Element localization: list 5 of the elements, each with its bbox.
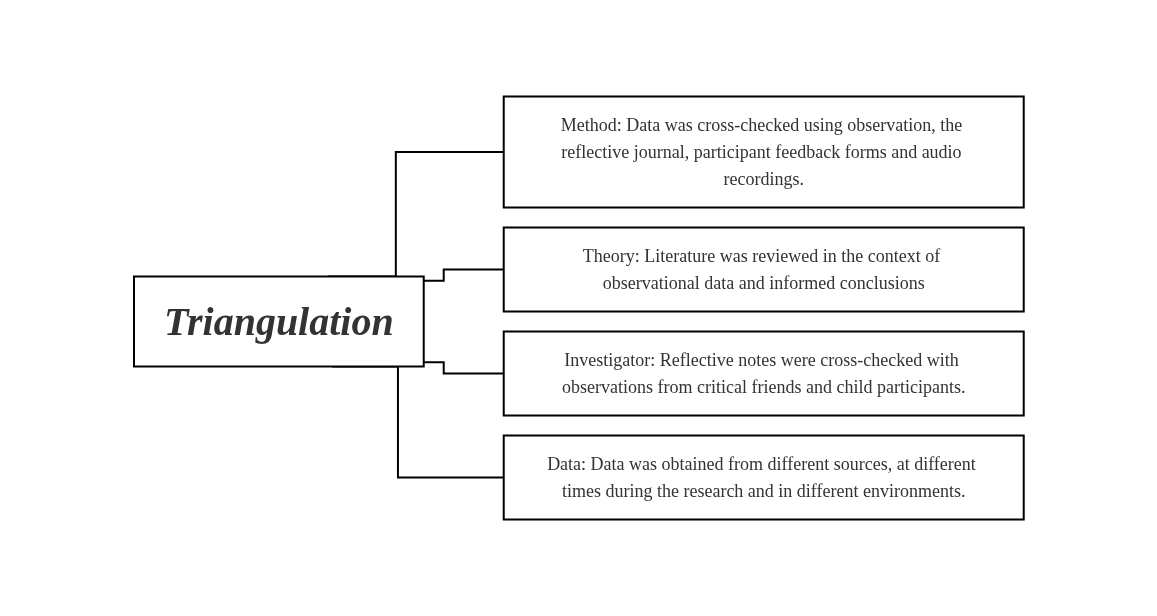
- node-box: Triangulation: [132, 275, 425, 368]
- node-box: Theory: Literature was reviewed in the context of observational data and informed conclusions: [502, 226, 1025, 313]
- node-box: Data: Data was obtained from different sources, at different times during the research and in different environments.: [502, 434, 1025, 521]
- node-box: Investigator: Reflective notes were cross-checked with observations from critical friends and child participants.: [502, 330, 1025, 417]
- node-box: Method: Data was cross-checked using observation, the reflective journal, participant feedback forms and audio recordings.: [502, 95, 1025, 209]
